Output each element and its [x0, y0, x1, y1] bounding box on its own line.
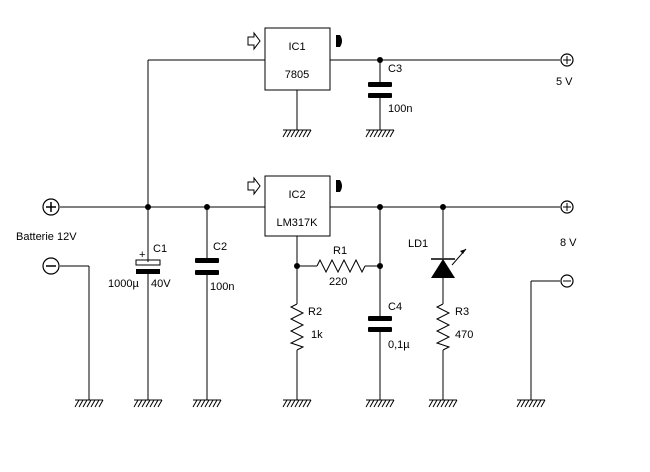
ic1-ref: IC1 [288, 41, 305, 53]
c1-ref: C1 [153, 243, 167, 255]
ic2-value: LM317K [277, 217, 319, 229]
ground-symbols [74, 129, 546, 408]
resistor-r1: R1 220 [316, 245, 366, 288]
r1-ref: R1 [333, 245, 347, 257]
input-label: Batterie 12V [16, 231, 77, 243]
ground-icon [282, 129, 312, 138]
ground-icon [192, 399, 222, 408]
c1-polarity: + [139, 249, 145, 261]
ic1-value: 7805 [285, 69, 309, 81]
ground-icon [428, 399, 458, 408]
c1-voltage: 40V [151, 278, 171, 290]
c1-value: 1000µ [108, 278, 139, 290]
output-5v-plus-terminal [560, 53, 574, 67]
input-plus-terminal [42, 198, 60, 216]
ground-icon [516, 399, 546, 408]
led-ld1: LD1 [408, 238, 467, 278]
r3-value: 470 [455, 329, 473, 341]
resistor-r3: R3 470 [435, 303, 473, 351]
input-minus-terminal [42, 257, 60, 275]
resistor-r2: R2 1k [289, 303, 323, 351]
c4-ref: C4 [388, 301, 402, 313]
ground-icon [282, 399, 312, 408]
output-8v-plus-terminal [560, 200, 574, 214]
ground-icon [365, 399, 395, 408]
wires [60, 59, 560, 400]
output-5v-label: 5 V [556, 76, 573, 88]
capacitor-c4: C4 0,1µ [368, 301, 410, 351]
junctions [145, 57, 446, 269]
ic2-output-pin-icon [336, 180, 342, 192]
ground-icon [365, 129, 395, 138]
r1-value: 220 [329, 276, 347, 288]
capacitor-c2: C2 100n [195, 241, 234, 293]
c3-value: 100n [388, 103, 412, 115]
output-8v-label: 8 V [560, 237, 577, 249]
ic2-input-arrow-icon [247, 176, 261, 196]
capacitor-c3: C3 100n [368, 63, 412, 115]
ic1-input-arrow-icon [247, 31, 261, 51]
c4-value: 0,1µ [388, 339, 410, 351]
output-8v-minus-terminal [560, 274, 574, 288]
capacitor-c1: + C1 1000µ 40V [108, 243, 171, 290]
c2-value: 100n [210, 281, 234, 293]
ic1-output-pin-icon [336, 35, 342, 47]
r2-value: 1k [311, 329, 323, 341]
c2-ref: C2 [213, 241, 227, 253]
ic1-regulator: IC1 7805 [247, 27, 342, 91]
ground-icon [74, 399, 104, 408]
r3-ref: R3 [455, 306, 469, 318]
ic2-ref: IC2 [288, 189, 305, 201]
r2-ref: R2 [308, 306, 322, 318]
ic2-regulator: IC2 LM317K [247, 175, 342, 237]
ld1-ref: LD1 [408, 238, 428, 250]
light-emission-icon [451, 248, 467, 266]
c3-ref: C3 [388, 63, 402, 75]
ground-icon [133, 399, 163, 408]
